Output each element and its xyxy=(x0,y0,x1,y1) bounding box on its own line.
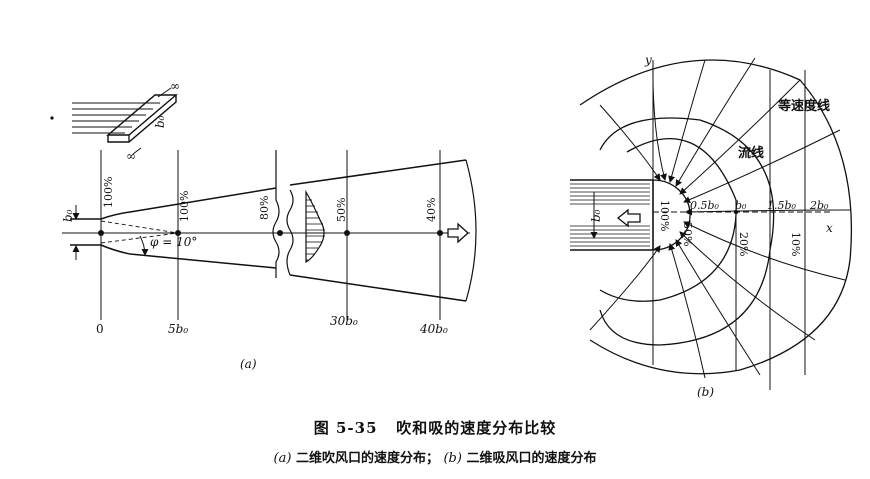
break-line-1 xyxy=(272,150,280,278)
flow-arrow xyxy=(447,222,469,244)
streamline-label: 流线 xyxy=(738,145,764,161)
inset-slot xyxy=(72,87,178,155)
inset-inf-label-2: ∞ xyxy=(126,149,136,163)
percent-label-20-b: 20% xyxy=(737,232,750,256)
velocity-profile xyxy=(305,189,325,264)
figure-number: 图 5-35 xyxy=(313,419,378,437)
b0-label: b₀ xyxy=(61,209,75,222)
percent-label-10-b: 10% xyxy=(789,232,802,256)
distance-label-15b0: 1.5b₀ xyxy=(767,199,797,212)
panel-a xyxy=(50,87,477,320)
distance-label-30b0: 30b₀ xyxy=(330,314,358,328)
percent-label-100-b: 100% xyxy=(658,200,671,231)
panel-a-label: (a) xyxy=(240,357,257,371)
figure-subcaption: (a) 二维吹风口的速度分布； (b) 二维吸风口的速度分布 xyxy=(0,447,870,466)
figure-caption: 图 5-35 吹和吸的速度分布比较 xyxy=(0,417,870,438)
percent-label-80: 80% xyxy=(258,196,271,220)
stray-dot xyxy=(50,116,54,120)
panel-a-texts: b₀ ∞ ∞ b₀ φ = 10° 100% 100% 80% 50% 40% … xyxy=(61,79,448,371)
figure-title: 吹和吸的速度分布比较 xyxy=(396,419,557,437)
distance-label-5b0: 5b₀ xyxy=(168,322,188,336)
inset-b0-label: b₀ xyxy=(153,115,167,128)
subcaption-b-text: 二维吸风口的速度分布 xyxy=(466,451,597,466)
angle-label: φ = 10° xyxy=(150,235,197,249)
subcaption-a-label: (a) xyxy=(273,451,292,466)
y-axis-label: y xyxy=(644,53,652,67)
percent-label-50-b: 50% xyxy=(681,222,694,246)
panel-b-label: (b) xyxy=(697,385,714,399)
distance-label-0: 0 xyxy=(96,322,104,336)
jet-boundary-bottom-1 xyxy=(100,244,277,269)
distance-label-2b0: 2b₀ xyxy=(809,199,829,212)
break-line-2 xyxy=(286,189,294,276)
suction-slot xyxy=(570,179,654,251)
percent-label-100-b: 100% xyxy=(178,191,191,222)
percent-label-100-a: 100% xyxy=(102,177,115,208)
slot-b0-label: b₀ xyxy=(589,209,603,222)
distance-label-b0: b₀ xyxy=(735,199,747,212)
distance-label-05b0: 0.5b₀ xyxy=(690,199,720,212)
distance-label-40b0: 40b₀ xyxy=(419,322,448,336)
jet-boundary-top-1 xyxy=(100,187,277,220)
x-axis-label: x xyxy=(826,221,833,235)
percent-label-50: 50% xyxy=(335,198,348,222)
isovel-label: 等速度线 xyxy=(777,98,830,114)
subcaption-b-label: (b) xyxy=(443,451,462,466)
subcaption-a-text: 二维吹风口的速度分布； xyxy=(295,451,439,466)
inset-inf-label-1: ∞ xyxy=(170,79,180,93)
percent-label-40: 40% xyxy=(425,198,438,222)
panel-b-texts: y x b₀ 等速度线 流线 0.5b₀ b₀ 1.5b₀ 2b₀ 100% 5… xyxy=(589,53,833,399)
panel-b xyxy=(570,57,853,390)
